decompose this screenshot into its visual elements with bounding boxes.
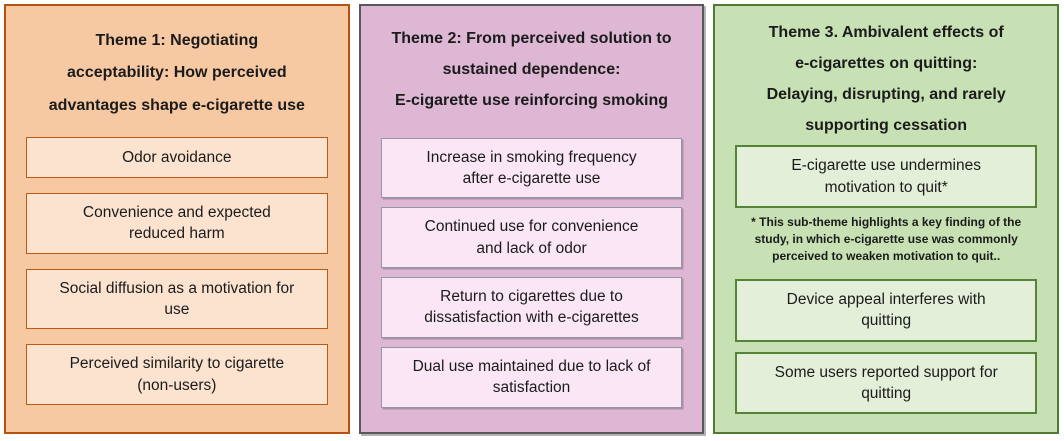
panel-title-theme-3: Theme 3. Ambivalent effects of e-cigaret… [735, 17, 1037, 141]
footnote-line: study, in which e-cigarette use was comm… [754, 231, 1018, 246]
title-line: advantages shape e-cigarette use [48, 96, 305, 114]
box-text-line: Odor avoidance [122, 148, 232, 166]
box-text-line: use [164, 301, 190, 319]
box-text-line: Continued use for convenience [424, 218, 639, 236]
title-line: sustained dependence: [442, 61, 621, 79]
subtheme-box-return-to-cigarettes: Return to cigarettes due to dissatisfact… [380, 277, 683, 338]
footnote-key-finding: * This sub-theme highlights a key findin… [735, 214, 1037, 265]
box-text-line: quitting [861, 385, 912, 403]
box-text-line: quitting [861, 312, 912, 330]
subtheme-box-perceived-similarity: Perceived similarity to cigarette (non-u… [26, 344, 328, 406]
title-line: Theme 1: Negotiating [95, 32, 259, 49]
panel-title-theme-2: Theme 2: From perceived solution to sust… [381, 23, 683, 117]
footnote-line: perceived to weaken motivation to quit.. [772, 248, 1001, 263]
subtheme-box-social-diffusion: Social diffusion as a motivation for use [26, 268, 328, 330]
panel-theme-2: Theme 2: From perceived solution to sust… [358, 4, 705, 434]
panel-theme-1: Theme 1: Negotiating acceptability: How … [4, 4, 350, 434]
box-text-line: dissatisfaction with e-cigarettes [424, 309, 639, 327]
subtheme-box-smoking-frequency-increase: Increase in smoking frequency after e-ci… [380, 137, 683, 199]
subtheme-box-convenience-reduced-harm: Convenience and expected reduced harm [26, 192, 328, 254]
subtheme-box-device-appeal: Device appeal interferes with quitting [735, 278, 1038, 342]
panel-title-theme-1: Theme 1: Negotiating acceptability: How … [26, 25, 328, 122]
box-text-line: Device appeal interferes with [786, 290, 986, 308]
box-text-line: motivation to quit* [824, 178, 948, 196]
title-line: acceptability: How perceived [67, 64, 287, 82]
box-text-line: Perceived similarity to cigarette [69, 355, 285, 373]
box-text-line: Dual use maintained due to lack of [412, 357, 651, 375]
title-line: supporting cessation [805, 117, 968, 135]
title-line: Delaying, disrupting, and rarely [766, 86, 1006, 104]
subtheme-box-support-for-quitting: Some users reported support for quitting [735, 351, 1038, 415]
subtheme-box-undermines-motivation: E-cigarette use undermines motivation to… [735, 145, 1038, 208]
title-line: Theme 3. Ambivalent effects of [768, 24, 1004, 41]
box-text-line: after e-cigarette use [462, 169, 601, 187]
box-text-line: reduced harm [129, 225, 225, 243]
box-text-line: Convenience and expected [82, 203, 271, 221]
title-line: Theme 2: From perceived solution to [391, 30, 672, 47]
box-text-line: Social diffusion as a motivation for [59, 279, 295, 297]
box-text-line: satisfaction [492, 379, 571, 397]
title-line: e-cigarettes on quitting: [795, 55, 978, 73]
box-text-line: Some users reported support for [774, 363, 998, 381]
box-text-line: E-cigarette use undermines [791, 157, 981, 175]
footnote-line: * This sub-theme highlights a key findin… [751, 214, 1022, 229]
subtheme-box-dual-use-maintained: Dual use maintained due to lack of satis… [380, 346, 683, 408]
panel-theme-3: Theme 3. Ambivalent effects of e-cigaret… [713, 4, 1060, 434]
box-text-line: Return to cigarettes due to [440, 288, 623, 306]
box-text-line: Increase in smoking frequency [426, 148, 637, 166]
box-text-line: and lack of odor [476, 239, 587, 257]
subtheme-box-odor-avoidance: Odor avoidance [26, 136, 328, 178]
title-line: E-cigarette use reinforcing smoking [395, 92, 668, 110]
box-text-line: (non-users) [137, 376, 217, 394]
subtheme-box-continued-use-convenience: Continued use for convenience and lack o… [380, 207, 683, 269]
